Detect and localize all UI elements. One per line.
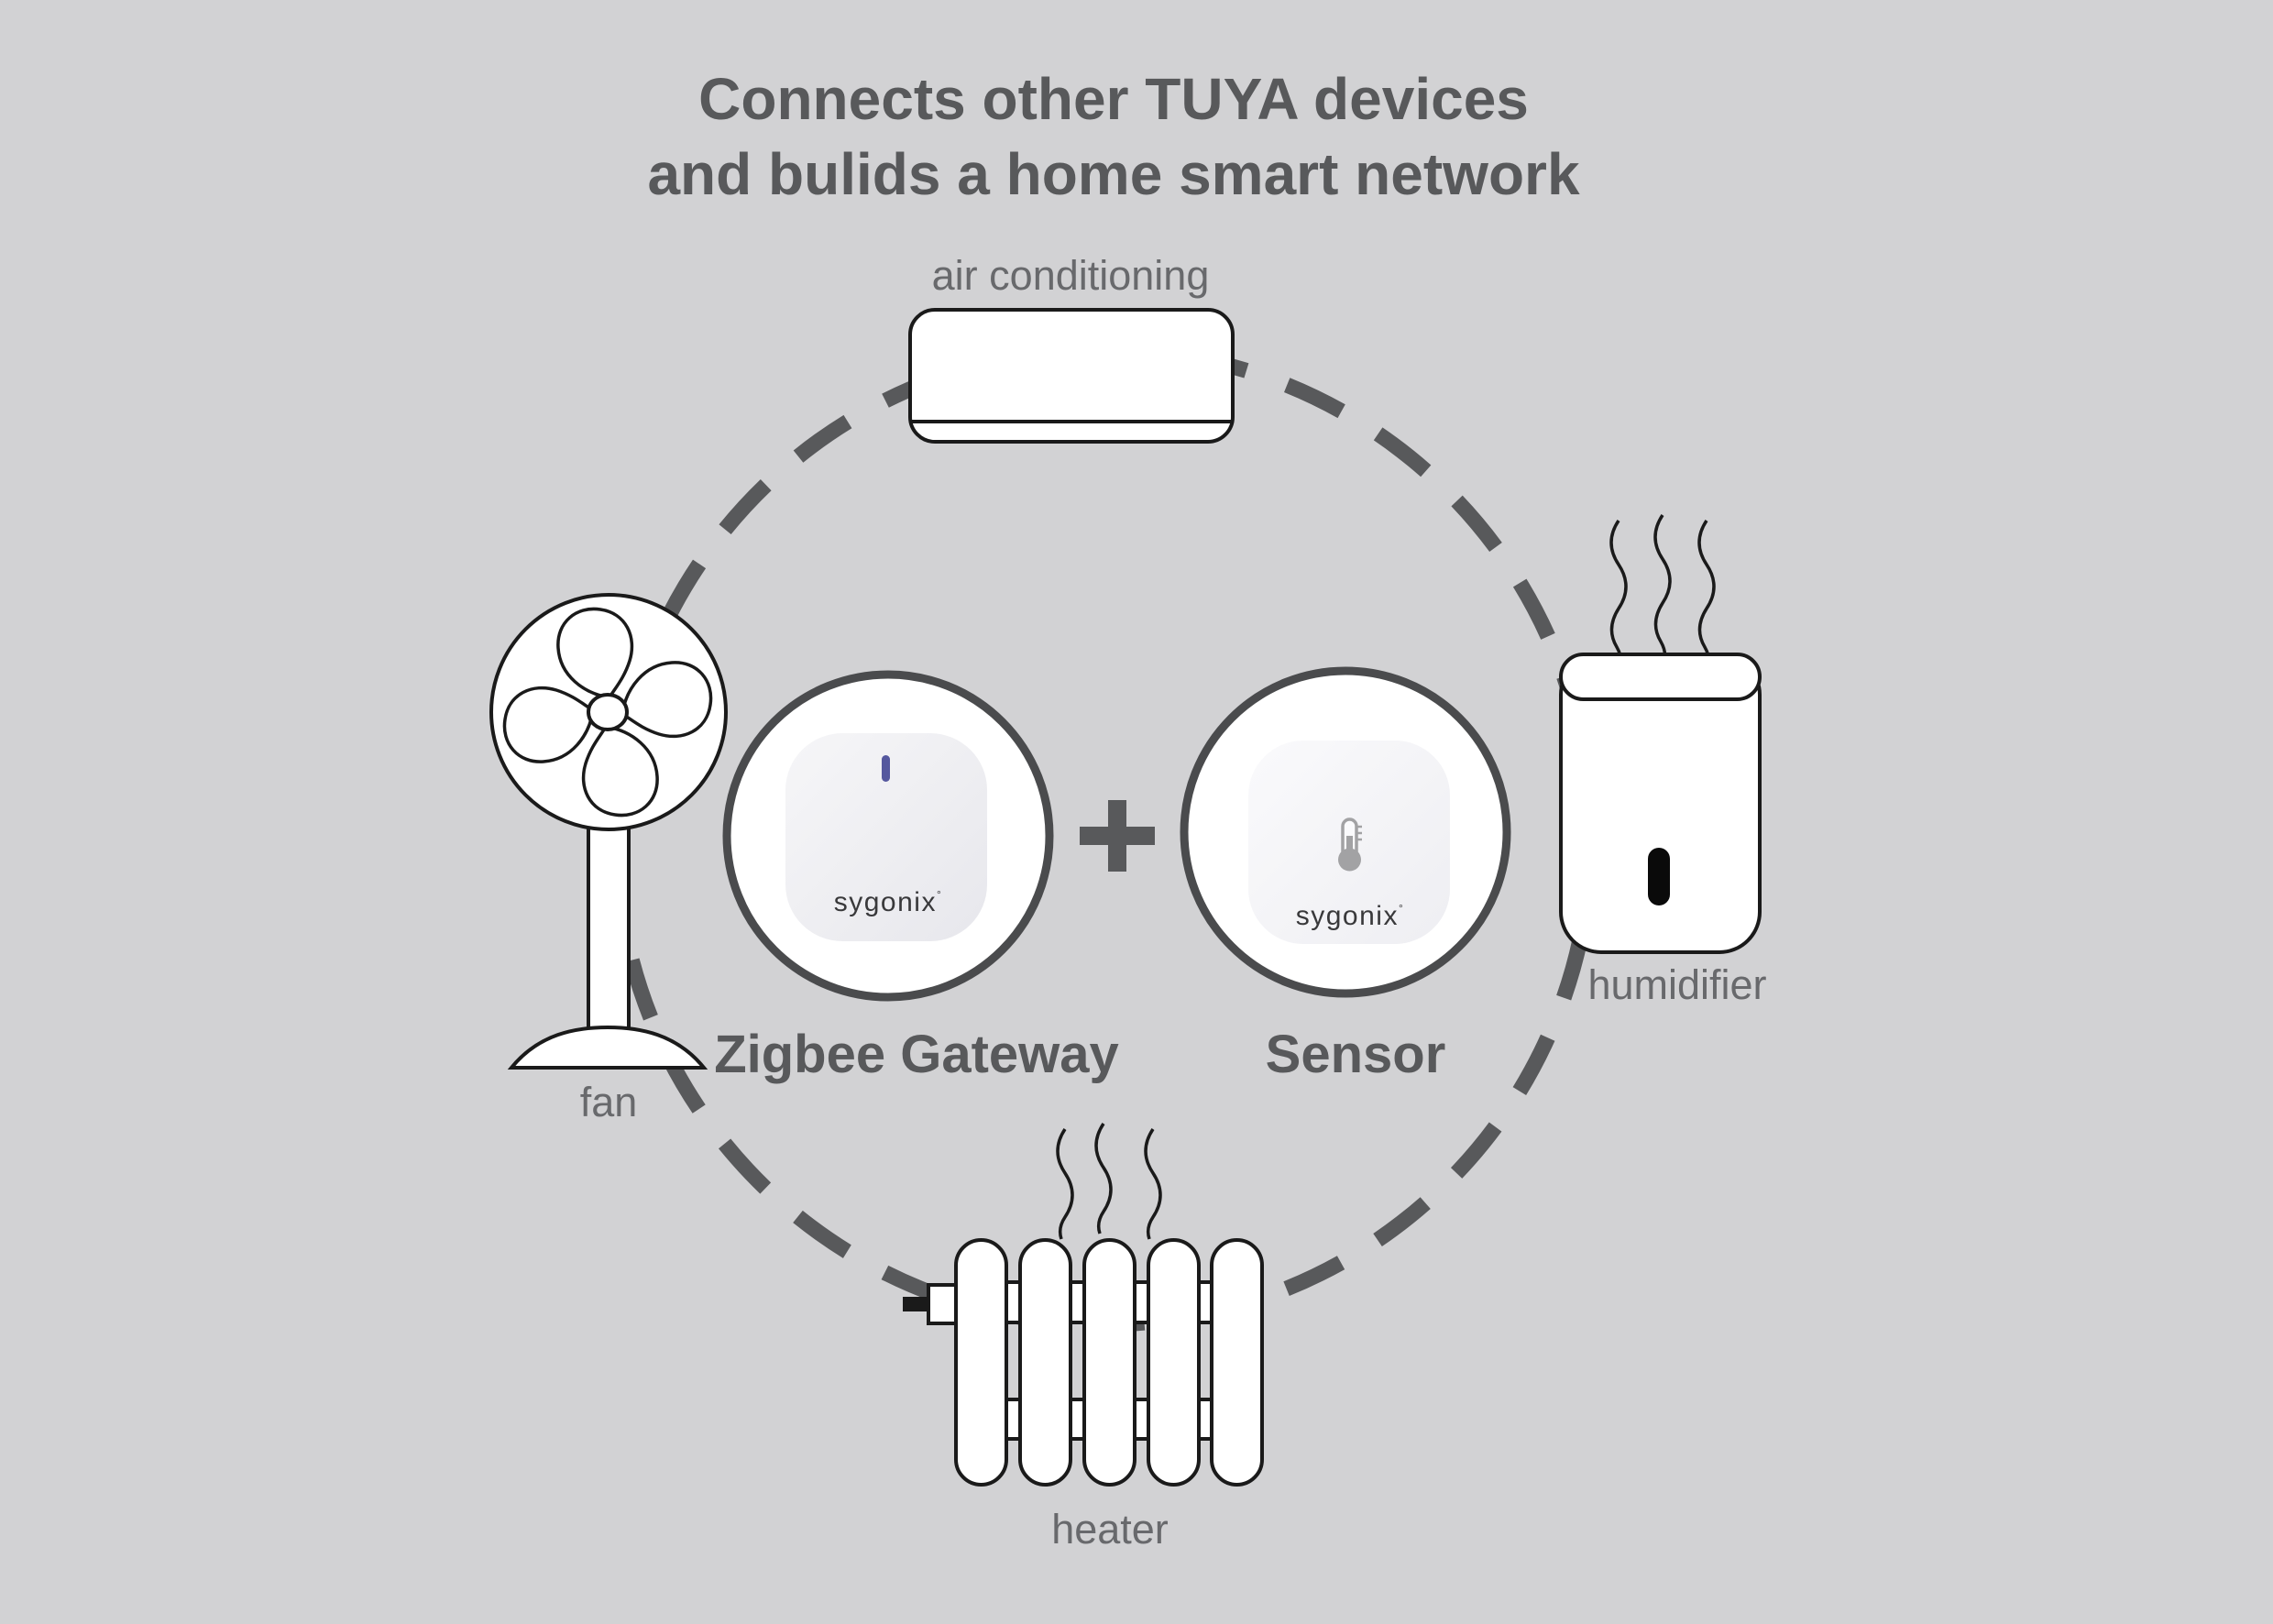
sensor-device-icon (1248, 741, 1450, 944)
title-line-2: and bulids a home smart network (647, 141, 1580, 207)
fan-label: fan (579, 1079, 638, 1125)
humidifier-icon (1559, 514, 1762, 954)
zigbee-gateway-device-icon (785, 733, 987, 941)
sensor-label: Sensor (1265, 1025, 1446, 1084)
plus-icon (1080, 800, 1155, 872)
air-conditioning-icon (908, 308, 1235, 444)
gateway-brand-text: sygonix (833, 887, 937, 917)
humidifier-steam-icon (1609, 514, 1716, 672)
sensor-brand-logo: sygonix° (1296, 903, 1405, 930)
gateway-brand-logo: sygonix° (834, 889, 943, 916)
sensor-brand-mark: ° (1398, 902, 1405, 915)
zigbee-gateway-label: Zigbee Gateway (714, 1025, 1119, 1084)
air-conditioning-label: air conditioning (931, 252, 1210, 299)
title-line-1: Connects other TUYA devices (698, 66, 1529, 132)
fan-icon (489, 593, 728, 1070)
heater-steam-icon (1056, 1123, 1162, 1240)
heater-icon (903, 1123, 1264, 1487)
fan-blades-icon (502, 607, 713, 817)
gateway-brand-mark: ° (936, 888, 943, 901)
gateway-led-icon (882, 755, 890, 782)
heater-label: heater (1051, 1506, 1169, 1553)
humidifier-button-icon (1648, 848, 1670, 905)
humidifier-label: humidifier (1587, 961, 1767, 1008)
sensor-brand-text: sygonix (1295, 901, 1399, 931)
thermometer-icon (1338, 817, 1362, 872)
